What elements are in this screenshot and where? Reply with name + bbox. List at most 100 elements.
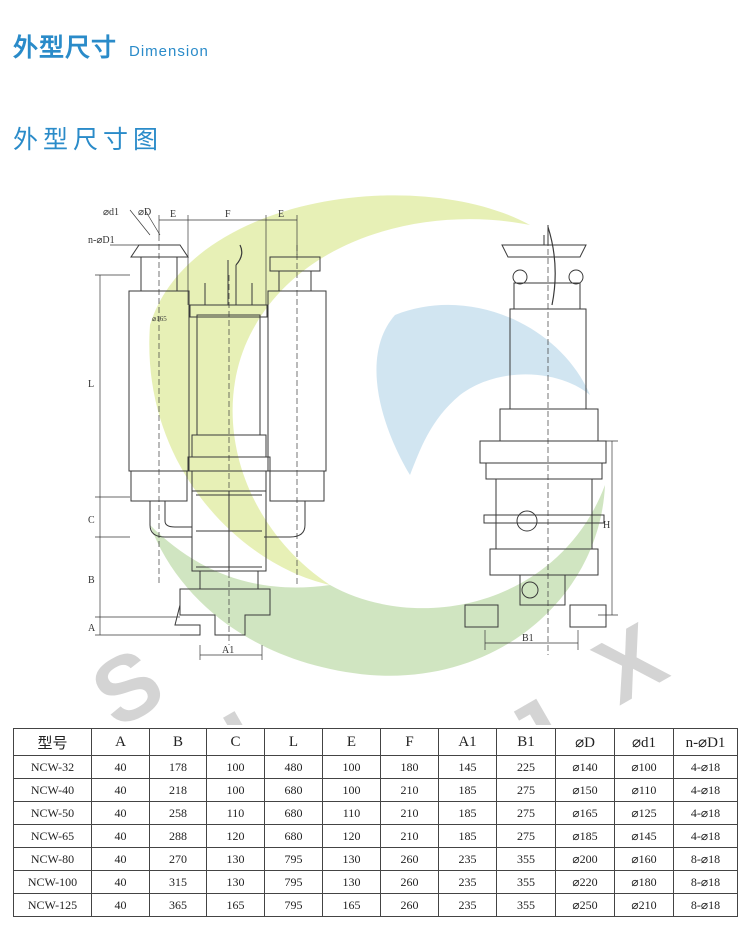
- column-header: 型号: [13, 728, 92, 756]
- model-cell: NCW-32: [13, 755, 92, 779]
- label-A: A: [88, 623, 96, 634]
- label-nD1: n-⌀D1: [88, 235, 115, 246]
- value-cell: 40: [91, 755, 150, 779]
- value-cell: ⌀200: [555, 847, 615, 871]
- value-cell: 680: [264, 824, 323, 848]
- value-cell: 795: [264, 893, 323, 917]
- model-cell: NCW-80: [13, 847, 92, 871]
- front-view: [95, 209, 327, 660]
- value-cell: 8-⌀18: [673, 893, 738, 917]
- value-cell: ⌀250: [555, 893, 615, 917]
- value-cell: 130: [322, 847, 381, 871]
- value-cell: 210: [380, 824, 439, 848]
- column-header: ⌀d1: [614, 728, 674, 756]
- value-cell: ⌀165: [555, 801, 615, 825]
- value-cell: 210: [380, 778, 439, 802]
- column-header: L: [264, 728, 323, 756]
- value-cell: 680: [264, 778, 323, 802]
- value-cell: 110: [206, 801, 265, 825]
- value-cell: ⌀185: [555, 824, 615, 848]
- value-cell: 355: [496, 893, 556, 917]
- label-E-right: E: [278, 209, 284, 220]
- value-cell: 40: [91, 893, 150, 917]
- table-header-row: 型号 A B C L E F A1 B1 ⌀D ⌀d1 n-⌀D1: [13, 728, 738, 756]
- label-B: B: [88, 575, 95, 586]
- label-F: F: [225, 209, 231, 220]
- dimension-drawing: ⌀d1 ⌀D n-⌀D1 E F E L C B A A1 ⌀165 H B1 …: [76, 195, 682, 725]
- value-cell: 260: [380, 893, 439, 917]
- value-cell: 260: [380, 870, 439, 894]
- value-cell: 40: [91, 801, 150, 825]
- value-cell: 275: [496, 824, 556, 848]
- watermark-letter-5: J: [488, 679, 583, 725]
- label-L: L: [88, 379, 94, 390]
- value-cell: 165: [322, 893, 381, 917]
- value-cell: 130: [206, 870, 265, 894]
- value-cell: 260: [380, 847, 439, 871]
- column-header: A: [91, 728, 150, 756]
- value-cell: 145: [438, 755, 497, 779]
- value-cell: 4-⌀18: [673, 801, 738, 825]
- value-cell: ⌀150: [555, 778, 615, 802]
- dimension-table: 型号 A B C L E F A1 B1 ⌀D ⌀d1 n-⌀D1 NCW-32…: [13, 728, 738, 917]
- value-cell: 795: [264, 847, 323, 871]
- label-A1: A1: [222, 645, 234, 656]
- value-cell: 100: [322, 755, 381, 779]
- value-cell: 8-⌀18: [673, 847, 738, 871]
- value-cell: 40: [91, 847, 150, 871]
- value-cell: 100: [206, 778, 265, 802]
- column-header: ⌀D: [555, 728, 615, 756]
- watermark-letter-1: S: [76, 629, 180, 725]
- model-cell: NCW-50: [13, 801, 92, 825]
- value-cell: 235: [438, 870, 497, 894]
- label-E-left: E: [170, 209, 176, 220]
- value-cell: 275: [496, 778, 556, 802]
- column-header: A1: [438, 728, 497, 756]
- value-cell: 40: [91, 870, 150, 894]
- logo-swirl-lime: [149, 195, 531, 585]
- value-cell: 40: [91, 824, 150, 848]
- watermark-letter-6: X: [578, 604, 682, 723]
- model-cell: NCW-125: [13, 893, 92, 917]
- value-cell: 4-⌀18: [673, 755, 738, 779]
- value-cell: 275: [496, 801, 556, 825]
- value-cell: 258: [149, 801, 207, 825]
- value-cell: 4-⌀18: [673, 824, 738, 848]
- watermark-letter-2: H: [173, 692, 282, 725]
- label-C: C: [88, 515, 95, 526]
- value-cell: 795: [264, 870, 323, 894]
- value-cell: 355: [496, 870, 556, 894]
- model-cell: NCW-65: [13, 824, 92, 848]
- value-cell: ⌀180: [614, 870, 674, 894]
- value-cell: 120: [206, 824, 265, 848]
- value-cell: 185: [438, 801, 497, 825]
- value-cell: 100: [206, 755, 265, 779]
- value-cell: 178: [149, 755, 207, 779]
- model-cell: NCW-100: [13, 870, 92, 894]
- value-cell: 680: [264, 801, 323, 825]
- value-cell: 480: [264, 755, 323, 779]
- logo-swirl-blue: [376, 304, 590, 475]
- value-cell: 120: [322, 824, 381, 848]
- column-header: E: [322, 728, 381, 756]
- column-header: n-⌀D1: [673, 728, 738, 756]
- value-cell: 235: [438, 893, 497, 917]
- brand-logo-background: [149, 195, 605, 676]
- value-cell: 4-⌀18: [673, 778, 738, 802]
- value-cell: 365: [149, 893, 207, 917]
- model-cell: NCW-40: [13, 778, 92, 802]
- value-cell: 165: [206, 893, 265, 917]
- label-B1: B1: [522, 633, 534, 644]
- value-cell: 185: [438, 778, 497, 802]
- section-title: 外型尺寸图: [13, 125, 164, 154]
- value-cell: 40: [91, 778, 150, 802]
- column-header: C: [206, 728, 265, 756]
- label-phi165: ⌀165: [152, 315, 167, 323]
- value-cell: ⌀220: [555, 870, 615, 894]
- value-cell: 315: [149, 870, 207, 894]
